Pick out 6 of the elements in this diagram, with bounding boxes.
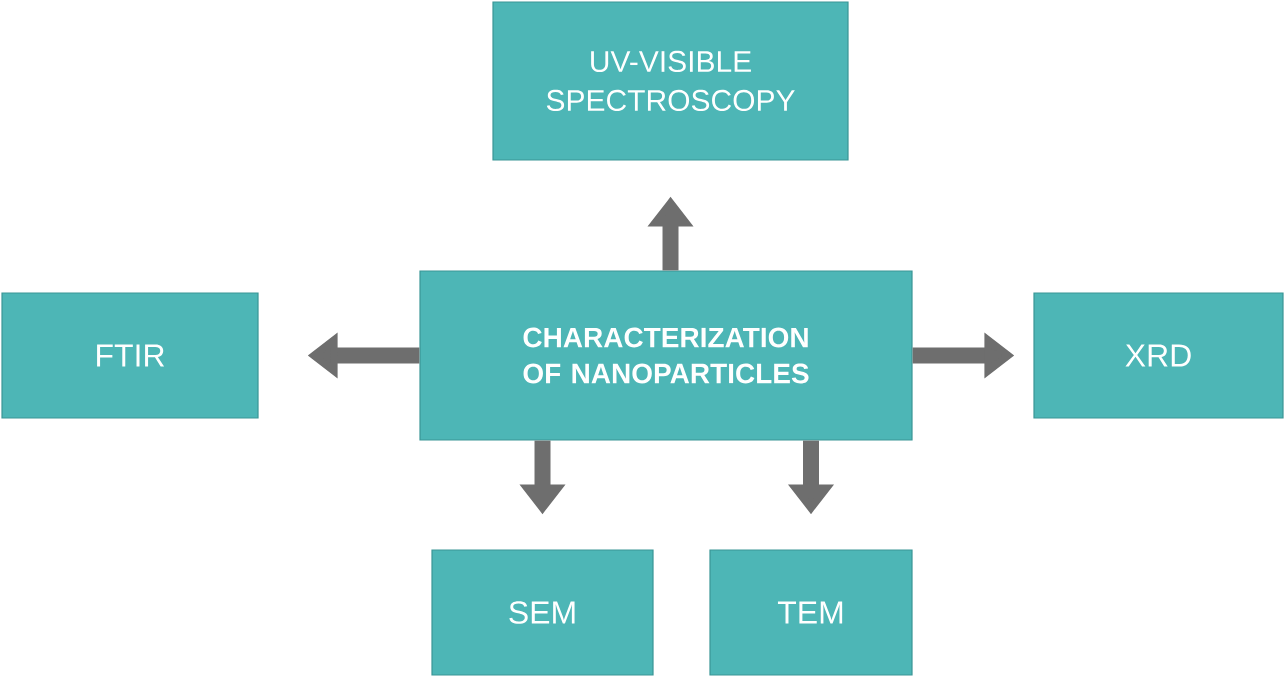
method-box: FTIR (1, 292, 259, 419)
topic-box: CHARACTERIZATION OF NANOPARTICLES (419, 270, 913, 441)
method-box: UV-VISIBLE SPECTROSCOPY (492, 1, 849, 161)
method-box: TEM (709, 549, 913, 676)
method-box: XRD (1033, 292, 1284, 419)
method-box: SEM (431, 549, 654, 676)
